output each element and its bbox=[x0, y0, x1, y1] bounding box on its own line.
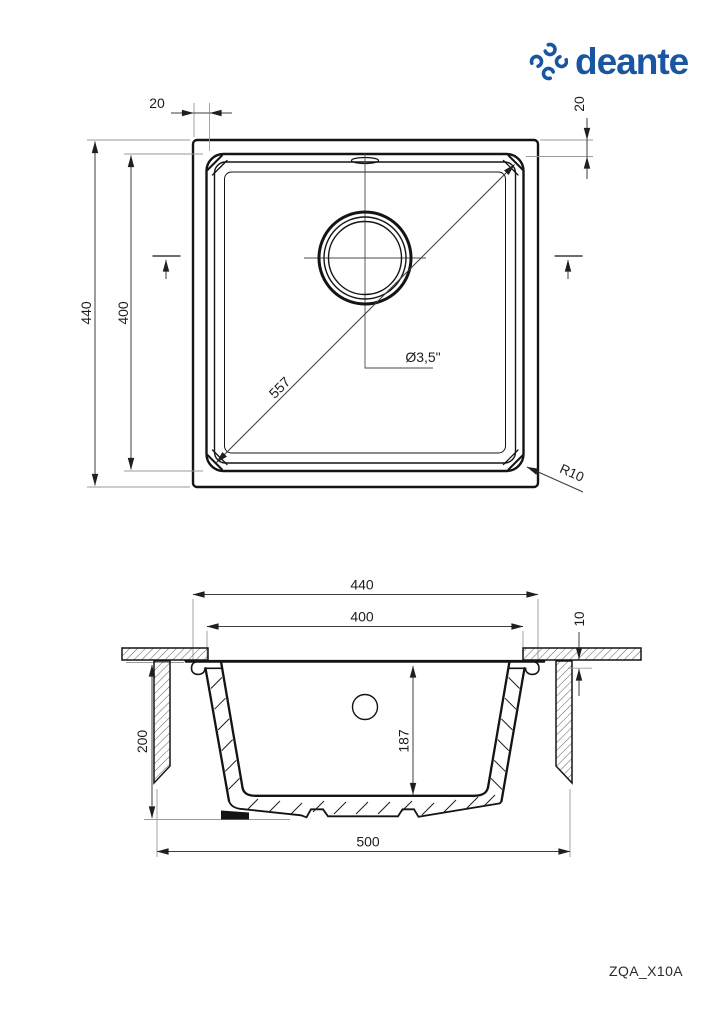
dim-rim-offset-top-label: 20 bbox=[149, 95, 165, 111]
corner-radius-label: R10 bbox=[557, 461, 586, 485]
deante-logo-icon bbox=[529, 42, 568, 81]
rim-hook-left bbox=[190, 660, 223, 676]
section-drain-hole bbox=[351, 693, 379, 721]
rim-slot bbox=[350, 153, 380, 167]
section-view: 440 400 10 200 187 bbox=[121, 577, 642, 857]
dim-diagonal-label: 557 bbox=[266, 373, 294, 401]
section-cut-marker-right bbox=[554, 255, 583, 279]
section-dim-200: 200 bbox=[134, 664, 156, 819]
section-dim-187: 187 bbox=[396, 665, 417, 795]
dim-rim-offset-top: 20 bbox=[149, 95, 232, 151]
section-dim-500-label: 500 bbox=[356, 834, 380, 850]
dim-outer-440: 440 bbox=[78, 139, 190, 488]
rim-hook-right bbox=[507, 660, 540, 676]
cabinet-panel-left bbox=[153, 660, 171, 785]
dim-bowl-400: 400 bbox=[115, 153, 203, 472]
bowl-interior-bottom bbox=[241, 786, 490, 797]
countertop-left bbox=[121, 647, 209, 661]
section-cut-marker-left bbox=[152, 255, 181, 279]
dim-bowl-400-label: 400 bbox=[115, 301, 131, 325]
section-dim-440-label: 440 bbox=[350, 577, 374, 593]
drain-centerline-leader bbox=[364, 167, 433, 369]
section-dim-500: 500 bbox=[156, 834, 571, 855]
deante-logo: deante bbox=[528, 41, 689, 82]
section-dim-400: 400 bbox=[206, 609, 524, 630]
section-dim-187-label: 187 bbox=[396, 729, 412, 753]
bowl-wall-left bbox=[204, 660, 244, 803]
sink-foot bbox=[221, 810, 249, 820]
section-dim-10: 10 bbox=[568, 611, 592, 696]
bottom-wall-hatch bbox=[246, 794, 496, 816]
cabinet-panel-right bbox=[555, 660, 573, 785]
section-dim-200-label: 200 bbox=[134, 730, 150, 754]
countertop-right bbox=[522, 647, 642, 661]
section-dim-400-label: 400 bbox=[350, 609, 374, 625]
product-code: ZQA_X10A bbox=[609, 963, 684, 979]
dim-rim-offset-side: 20 bbox=[526, 96, 593, 179]
bowl-exterior-bottom bbox=[228, 800, 503, 819]
bowl-wall-right bbox=[486, 660, 526, 803]
dim-diagonal: 557 bbox=[216, 164, 515, 463]
deante-logo-text: deante bbox=[575, 41, 689, 82]
sink-outer-edge bbox=[191, 138, 540, 489]
drain-diameter-label: Ø3,5" bbox=[405, 349, 440, 365]
top-view: Ø3,5" 557 R10 440 bbox=[78, 95, 593, 493]
section-dim-10-label: 10 bbox=[572, 611, 587, 626]
section-dim-440: 440 bbox=[192, 577, 539, 598]
dim-outer-440-label: 440 bbox=[78, 301, 94, 325]
dim-rim-offset-side-label: 20 bbox=[571, 96, 587, 112]
